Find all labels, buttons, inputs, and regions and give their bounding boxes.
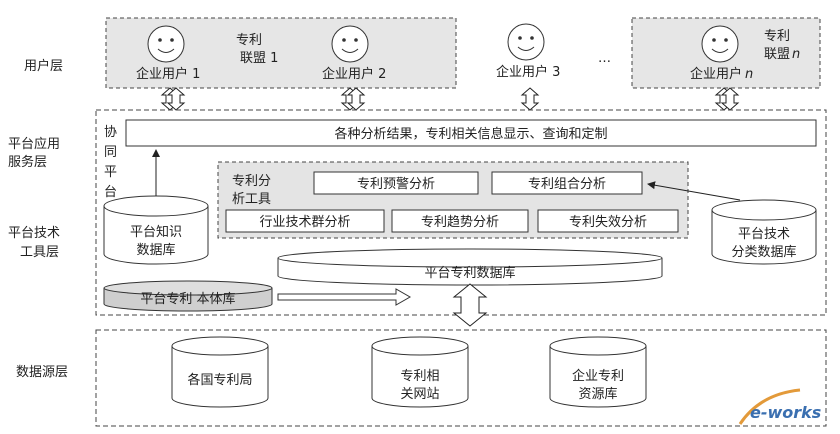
class-to-tools-arrow bbox=[647, 181, 741, 201]
collab-char-2: 同 bbox=[104, 145, 117, 160]
results-bar bbox=[125, 119, 817, 147]
class-db-label-2: 分类数据库 bbox=[731, 244, 796, 260]
user-3-face-icon bbox=[507, 23, 545, 61]
patent-db-label: 平台专利数据库 bbox=[424, 265, 515, 281]
user-2-label: 企业用户 2 bbox=[322, 66, 386, 82]
tool-invalid-label: 专利失效分析 bbox=[569, 215, 647, 230]
layer-label-tool-1: 平台技术 bbox=[8, 226, 60, 241]
user-2-face-icon bbox=[331, 25, 369, 63]
classification-database-cylinder bbox=[711, 199, 817, 265]
tool-industry-label: 行业技术群分析 bbox=[259, 215, 350, 230]
class-db-label-1: 平台技术 bbox=[738, 227, 790, 242]
tool-warning-label: 专利预警分析 bbox=[357, 176, 435, 192]
ontology-db-label: 平台专利 本体库 bbox=[140, 291, 235, 307]
collab-char-1: 协 bbox=[104, 125, 117, 140]
ontology-database-cylinder bbox=[103, 280, 273, 312]
user-platform-double-arrows bbox=[160, 87, 740, 111]
collab-char-4: 台 bbox=[104, 185, 117, 200]
patent-office-cylinder bbox=[171, 336, 269, 408]
data-source-box bbox=[95, 329, 827, 427]
knowledge-db-label-1: 平台知识 bbox=[130, 224, 182, 240]
user-n-face-icon bbox=[701, 25, 739, 63]
user-group-left: 企业用户 1 专利 联盟 1 企业用户 2 bbox=[105, 17, 457, 89]
svg-text:e-works: e-works bbox=[750, 403, 821, 422]
layer-label-app-1: 平台应用 bbox=[8, 136, 60, 152]
source-enterprise-label-2: 资源库 bbox=[578, 386, 617, 402]
alliance-1-label-1: 专利 bbox=[236, 33, 262, 48]
user-1-label: 企业用户 1 bbox=[136, 66, 200, 82]
ontology-to-patent-arrow bbox=[277, 288, 412, 306]
patent-website-cylinder bbox=[371, 336, 469, 408]
layer-label-tool-2: 工具层 bbox=[20, 245, 59, 260]
tool-industry-box bbox=[225, 209, 385, 233]
results-bar-text: 各种分析结果，专利相关信息显示、查询和定制 bbox=[334, 126, 607, 142]
tool-combination-label: 专利组合分析 bbox=[528, 177, 606, 192]
users-ellipsis: … bbox=[598, 51, 611, 66]
patent-database-cylinder bbox=[277, 248, 663, 286]
user-1-face-icon bbox=[147, 25, 185, 63]
tools-title-1: 专利分 bbox=[232, 174, 271, 189]
tool-invalid-box bbox=[537, 209, 679, 233]
user-3-label: 企业用户 3 bbox=[496, 64, 560, 80]
layer-label-user: 用户层 bbox=[24, 58, 63, 74]
platform-source-double-arrow bbox=[452, 283, 488, 327]
source-web-label-2: 关网站 bbox=[400, 387, 439, 402]
alliance-n-label-1: 专利 bbox=[764, 29, 790, 44]
tool-trend-box bbox=[391, 209, 529, 233]
knowledge-database-cylinder bbox=[103, 195, 209, 265]
collab-char-3: 平 bbox=[104, 165, 117, 180]
e-works-logo: e-works bbox=[738, 388, 821, 425]
source-office-label: 各国专利局 bbox=[187, 372, 252, 388]
tools-title-2: 析工具 bbox=[232, 192, 271, 207]
layer-label-source: 数据源层 bbox=[16, 365, 68, 380]
knowledge-db-label-2: 数据库 bbox=[136, 242, 175, 258]
source-web-label-1: 专利相 bbox=[400, 369, 439, 384]
source-enterprise-label-1: 企业专利 bbox=[572, 368, 624, 384]
enterprise-resource-cylinder bbox=[549, 336, 647, 408]
tool-trend-label: 专利趋势分析 bbox=[421, 214, 499, 230]
tool-warning-box bbox=[313, 171, 479, 195]
layer-label-app-2: 服务层 bbox=[8, 154, 47, 170]
tool-combination-box bbox=[491, 171, 643, 195]
alliance-1-label-2: 联盟 1 bbox=[240, 51, 278, 66]
